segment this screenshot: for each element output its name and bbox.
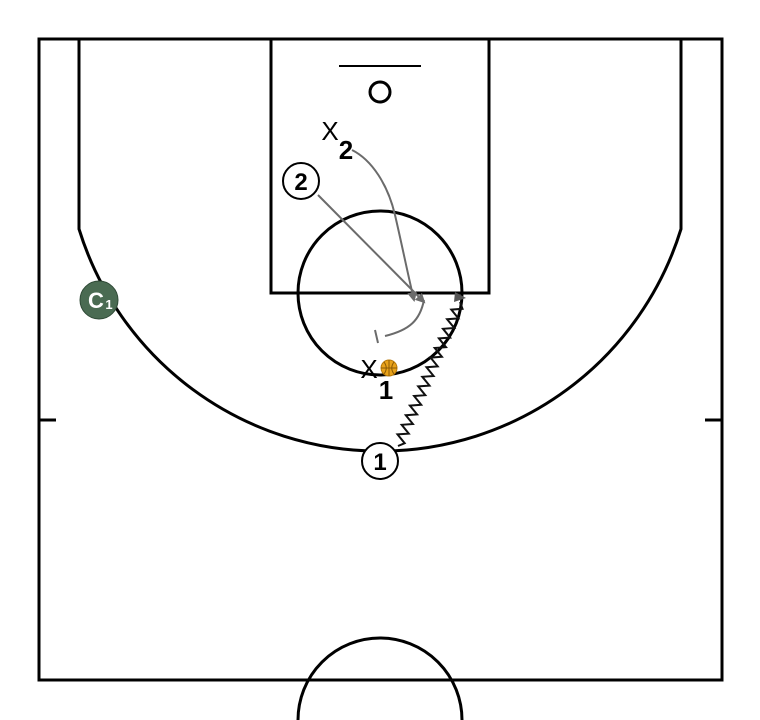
player-1-dribble-path [395, 301, 464, 447]
dribble-arrow-head [454, 292, 466, 302]
free-throw-lane [269, 37, 491, 295]
offense-player-1-label: 1 [373, 449, 386, 476]
defense-player-2-letter: X [321, 116, 338, 146]
coach-1-letter: C [88, 288, 104, 313]
defense-player-1-letter: X [360, 354, 377, 384]
center-circle [296, 636, 464, 720]
defense-player-2[interactable]: X 2 [321, 116, 353, 165]
basketball-icon [380, 359, 398, 377]
defense-player-1[interactable]: X 1 [360, 354, 393, 405]
offense-player-2-label: 2 [294, 169, 307, 196]
defense-player-1-number: 1 [379, 375, 393, 405]
defender-2-cut-path [351, 149, 417, 302]
screen-path [384, 299, 425, 337]
offense-player-1[interactable]: 1 [361, 442, 399, 480]
coach-1[interactable]: C 1 [79, 280, 119, 320]
defense-player-2-number: 2 [339, 135, 353, 165]
screen-marker [374, 329, 379, 344]
coach-1-number: 1 [105, 297, 112, 312]
player-2-cut-path [317, 194, 426, 304]
offense-player-2[interactable]: 2 [282, 162, 320, 200]
court-boundary [37, 37, 724, 682]
hoop-icon [368, 80, 392, 104]
free-throw-circle [296, 209, 464, 377]
